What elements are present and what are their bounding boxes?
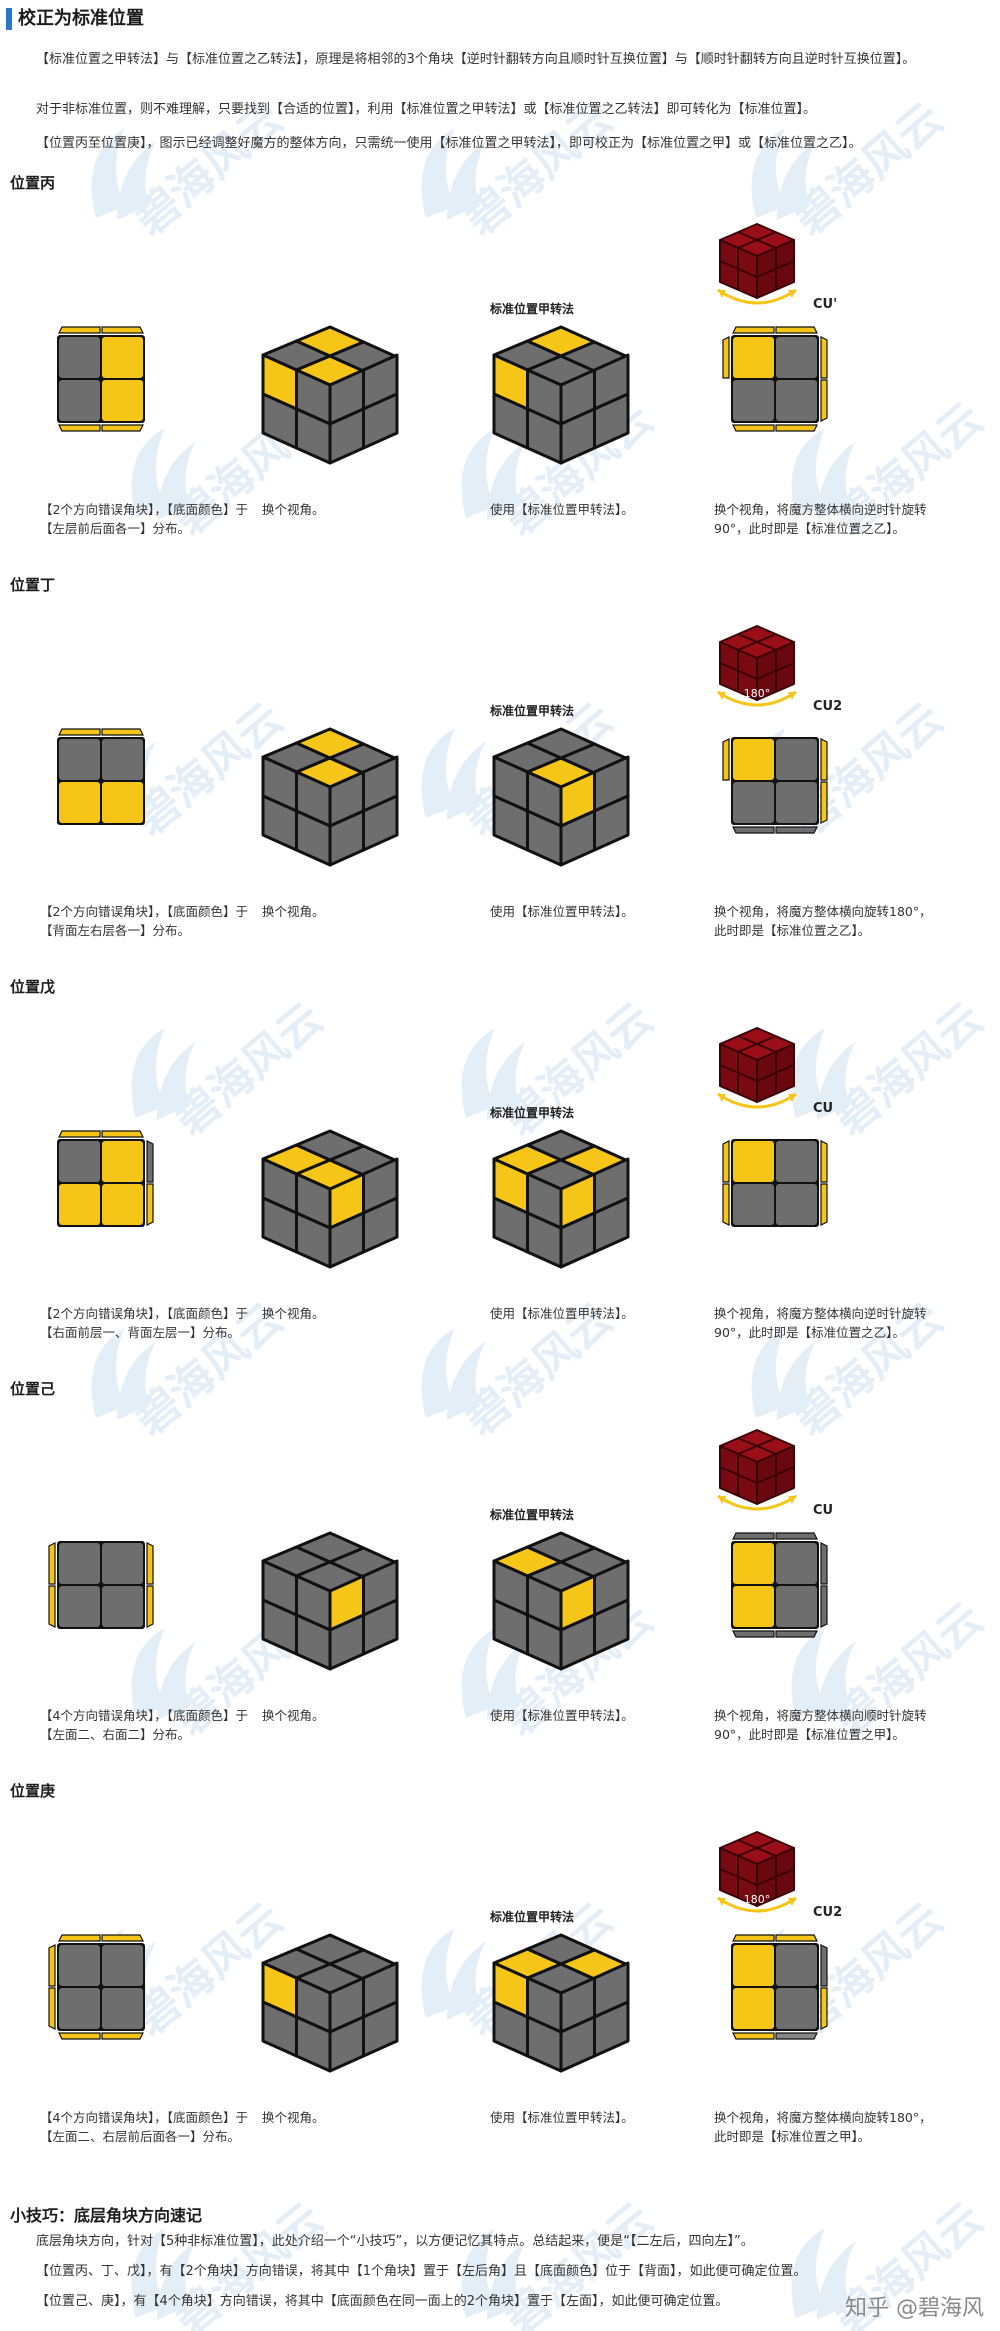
- section-title: 位置丙: [10, 174, 56, 192]
- method-label: 标准位置甲转法: [490, 704, 575, 718]
- method-result-cube: [492, 1129, 630, 1269]
- move-label: CU: [813, 1101, 834, 1116]
- method-caption: 使用【标准位置甲转法】。: [490, 2110, 634, 2125]
- method-label: 标准位置甲转法: [490, 1106, 575, 1120]
- initial-state-face: [48, 1934, 145, 2040]
- standard-position-face: [722, 326, 828, 432]
- header-accent-bar: [6, 8, 12, 30]
- view-change-cube: [261, 727, 399, 867]
- tip-line-2: 【位置丙、丁、戊】，有【2个角块】方向错误，将其中【1个角块】置于【左后角】且【…: [36, 2264, 807, 2279]
- method-label: 标准位置甲转法: [490, 302, 575, 316]
- intro-paragraph-2: 对于非标准位置，则不难理解，只要找到【合适的位置】，利用【标准位置之甲转法】或【…: [36, 102, 817, 117]
- section-title: 位置己: [10, 1380, 56, 1398]
- intro-paragraph-1: 【标准位置之甲转法】与【标准位置之乙转法】，原理是将相邻的3个角块【逆时针翻转方…: [36, 52, 916, 67]
- page-title: 校正为标准位置: [18, 8, 144, 29]
- initial-state-face: [48, 1541, 154, 1629]
- result-caption: 换个视角，将魔方整体横向逆时针旋转90°，此时即是【标准位置之乙】。: [714, 502, 927, 536]
- rotation-label: 180°: [744, 687, 771, 700]
- red-cube-rotation-icon: [717, 1429, 797, 1511]
- section-title: 位置戊: [10, 978, 56, 996]
- method-caption: 使用【标准位置甲转法】。: [490, 1306, 634, 1321]
- view-change-cube: [261, 1933, 399, 2073]
- rotation-label: 180°: [744, 1893, 771, 1906]
- standard-position-face: [731, 1532, 828, 1638]
- method-result-cube: [492, 325, 630, 465]
- section-title: 位置庚: [10, 1782, 56, 1800]
- view-change-caption: 换个视角。: [262, 2110, 325, 2125]
- red-cube-rotation-icon: 180°: [717, 1831, 797, 1913]
- standard-position-face: [731, 1934, 828, 2040]
- view-change-cube: [261, 325, 399, 465]
- credit-label: 知乎 @碧海风: [845, 2296, 984, 2321]
- method-label: 标准位置甲转法: [490, 1910, 575, 1924]
- method-result-cube: [492, 1531, 630, 1671]
- move-label: CU': [813, 297, 838, 312]
- intro-paragraph-3: 【位置丙至位置庚】，图示已经调整好魔方的整体方向，只需统一使用【标准位置之甲转法…: [36, 136, 862, 151]
- watermark-logo: 碧海风云: [91, 93, 293, 245]
- view-change-caption: 换个视角。: [262, 1306, 325, 1321]
- section-title: 位置丁: [10, 576, 56, 594]
- view-change-cube: [261, 1531, 399, 1671]
- standard-position-face: [722, 737, 828, 834]
- red-cube-rotation-icon: 180°: [717, 625, 797, 707]
- move-label: CU2: [813, 699, 843, 714]
- watermark-logo: 碧海风云: [91, 1293, 293, 1445]
- tip-line-3: 【位置己、庚】，有【4个角块】方向错误，将其中【底面颜色在同一面上的2个角块】置…: [36, 2294, 729, 2309]
- watermark-text: 碧海风云: [825, 993, 993, 1145]
- page-header: 校正为标准位置: [0, 0, 1000, 40]
- method-caption: 使用【标准位置甲转法】。: [490, 502, 634, 517]
- view-change-caption: 换个视角。: [262, 904, 325, 919]
- initial-caption: 【2个方向错误角块】，【底面颜色】于【左层前后面各一】分布。: [40, 502, 248, 536]
- initial-state-face: [57, 1130, 154, 1227]
- red-cube-rotation-icon: [717, 1027, 797, 1109]
- watermark-logo: 碧海风云: [421, 93, 623, 245]
- initial-state-face: [57, 728, 145, 825]
- method-caption: 使用【标准位置甲转法】。: [490, 1708, 634, 1723]
- method-label: 标准位置甲转法: [490, 1508, 575, 1522]
- result-caption: 换个视角，将魔方整体横向旋转180°，此时即是【标准位置之甲】。: [714, 2110, 932, 2144]
- red-cube-rotation-icon: [717, 223, 797, 305]
- result-caption: 换个视角，将魔方整体横向旋转180°，此时即是【标准位置之乙】。: [714, 904, 932, 938]
- initial-caption: 【4个方向错误角块】，【底面颜色】于【左面二、右层前后面各一】分布。: [40, 2110, 248, 2144]
- initial-caption: 【2个方向错误角块】，【底面颜色】于【背面左右层各一】分布。: [40, 904, 248, 938]
- view-change-caption: 换个视角。: [262, 502, 325, 517]
- view-change-caption: 换个视角。: [262, 1708, 325, 1723]
- watermark-logo: 碧海风云: [421, 1293, 623, 1445]
- method-caption: 使用【标准位置甲转法】。: [490, 904, 634, 919]
- method-result-cube: [492, 727, 630, 867]
- result-caption: 换个视角，将魔方整体横向顺时针旋转90°，此时即是【标准位置之甲】。: [714, 1708, 927, 1742]
- initial-caption: 【2个方向错误角块】，【底面颜色】于【右面前层一、背面左层一】分布。: [40, 1306, 248, 1340]
- initial-state-face: [57, 326, 145, 432]
- result-caption: 换个视角，将魔方整体横向逆时针旋转90°，此时即是【标准位置之乙】。: [714, 1306, 927, 1340]
- view-change-cube: [261, 1129, 399, 1269]
- move-label: CU2: [813, 1905, 843, 1920]
- move-label: CU: [813, 1503, 834, 1518]
- initial-caption: 【4个方向错误角块】，【底面颜色】于【左面二、右面二】分布。: [40, 1708, 248, 1742]
- tip-line-1: 底层角块方向，针对【5种非标准位置】，此处介绍一个“小技巧”，以方便记忆其特点。…: [36, 2234, 754, 2249]
- tip-title: 小技巧：底层角块方向速记: [10, 2206, 203, 2225]
- standard-position-face: [722, 1139, 828, 1227]
- method-result-cube: [492, 1933, 630, 2073]
